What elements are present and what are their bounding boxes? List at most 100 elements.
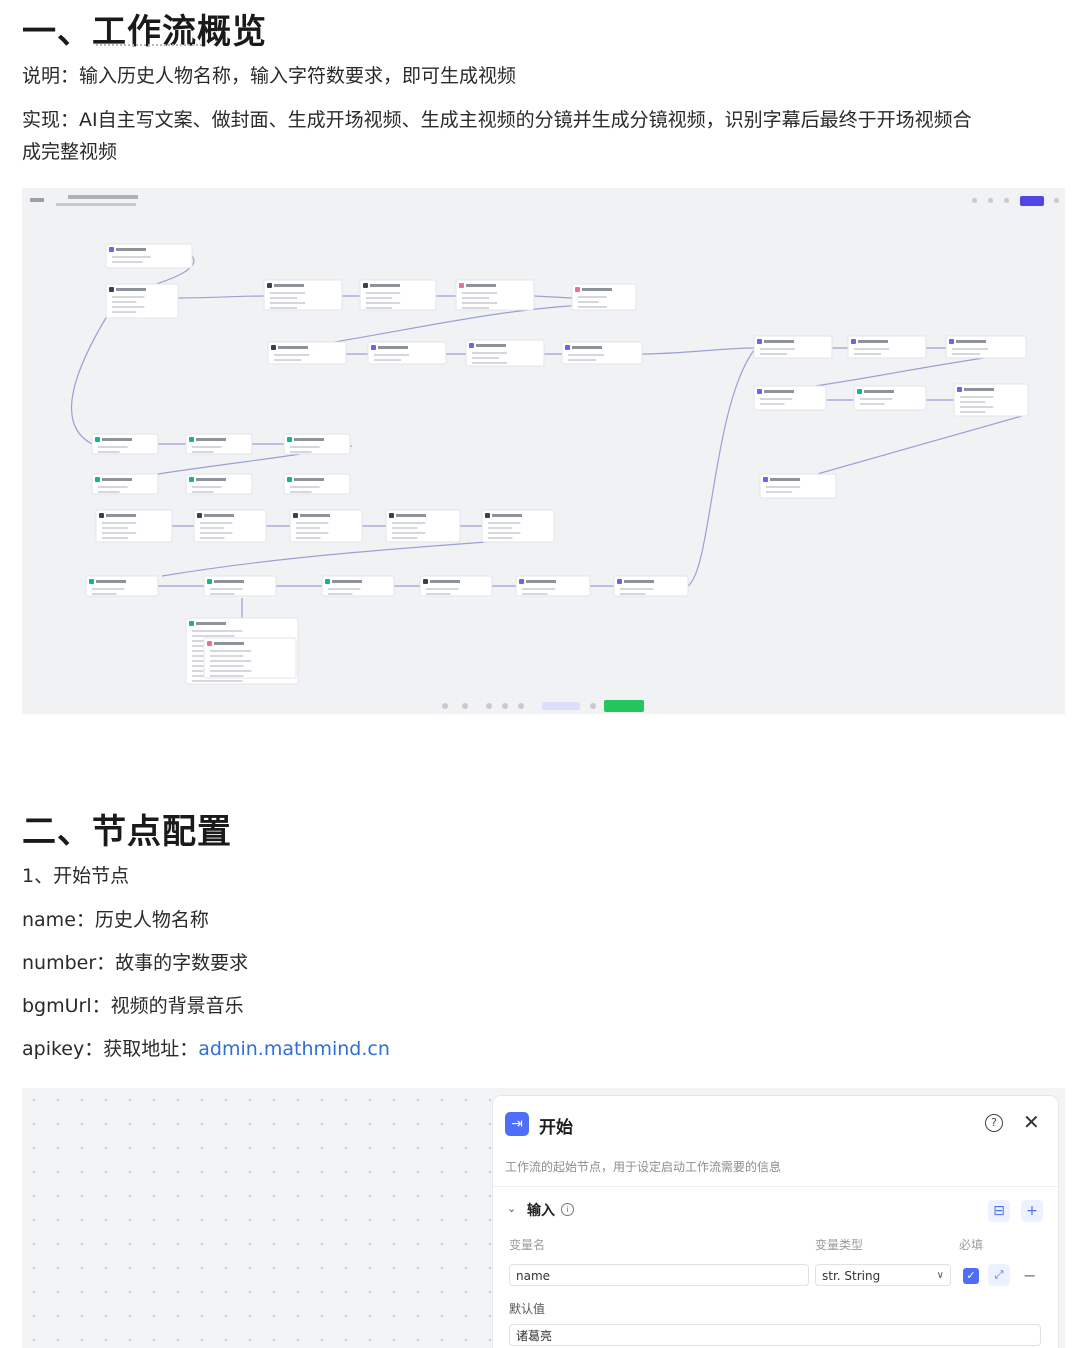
workflow-node[interactable] — [85, 575, 159, 597]
workflow-node[interactable] — [419, 575, 493, 597]
workflow-node[interactable] — [847, 335, 927, 359]
add-variable-button[interactable]: + — [1021, 1200, 1043, 1222]
workflow-node[interactable] — [283, 433, 351, 455]
canvas-tool-icon[interactable] — [1004, 198, 1009, 203]
param-number: number：故事的字数要求 — [22, 947, 248, 979]
workflow-connection — [171, 295, 265, 299]
workflow-node[interactable] — [263, 279, 343, 311]
panel-desc: 工作流的起始节点，用于设定启动工作流需要的信息 — [505, 1160, 782, 1174]
input-section-title: 输入 — [527, 1203, 555, 1219]
param-value: 获取地址： — [103, 1038, 199, 1060]
workflow-node[interactable] — [613, 575, 689, 597]
col-header-name: 变量名 — [509, 1238, 546, 1252]
panel-title: 开始 — [539, 1118, 573, 1138]
workflow-connection — [641, 347, 755, 355]
start-node-panel: ⇥ 开始 ? ✕ 工作流的起始节点，用于设定启动工作流需要的信息 ⌄ 输入 i … — [493, 1096, 1058, 1348]
workflow-meta — [56, 203, 136, 206]
import-icon[interactable]: ⊟ — [988, 1200, 1010, 1222]
zoom-level-icon[interactable] — [462, 703, 468, 709]
workflow-node[interactable] — [193, 509, 267, 543]
workflow-node[interactable] — [95, 509, 173, 543]
workflow-node[interactable] — [385, 509, 461, 543]
workflow-node[interactable] — [953, 383, 1029, 417]
workflow-node[interactable] — [515, 575, 591, 597]
workflow-connection — [70, 307, 113, 445]
param-bgmurl: bgmUrl：视频的背景音乐 — [22, 990, 244, 1022]
workflow-node[interactable] — [185, 473, 253, 495]
workflow-node[interactable] — [455, 279, 535, 311]
canvas-tool-icon[interactable] — [486, 703, 492, 709]
param-value: 历史人物名称 — [94, 909, 209, 931]
workflow-node[interactable] — [91, 433, 159, 455]
workflow-node[interactable] — [283, 473, 351, 495]
default-value-label: 默认值 — [509, 1302, 546, 1316]
workflow-node[interactable] — [105, 283, 179, 319]
workflow-node[interactable] — [759, 473, 837, 499]
add-node-button[interactable] — [542, 702, 580, 710]
start-node-screenshot: ⇥ 开始 ? ✕ 工作流的起始节点，用于设定启动工作流需要的信息 ⌄ 输入 i … — [22, 1088, 1065, 1348]
canvas-tool-icon[interactable] — [518, 703, 524, 709]
workflow-node[interactable] — [753, 335, 833, 359]
workflow-node[interactable] — [561, 341, 643, 365]
section-2-title: 二、节点配置 — [22, 804, 232, 853]
apikey-link[interactable]: admin.mathmind.cn — [198, 1038, 390, 1060]
workflow-node[interactable] — [853, 385, 927, 411]
zoom-icon[interactable] — [442, 703, 448, 709]
workflow-node[interactable] — [367, 341, 447, 365]
workflow-node[interactable] — [105, 243, 193, 269]
divider — [493, 1186, 1058, 1187]
test-run-button[interactable] — [604, 700, 644, 712]
workflow-connection — [801, 353, 1013, 389]
remove-variable-icon[interactable]: − — [1023, 1266, 1037, 1285]
param-value: 视频的背景音乐 — [110, 995, 244, 1017]
required-checkbox[interactable]: ✓ — [963, 1268, 979, 1284]
publish-button[interactable] — [1020, 196, 1044, 206]
canvas-tool-icon[interactable] — [972, 198, 977, 203]
workflow-node[interactable] — [753, 385, 827, 411]
section-1-desc: 说明：输入历史人物名称，输入字符数要求，即可生成视频 — [22, 65, 517, 87]
workflow-node[interactable] — [267, 341, 347, 365]
param-key: bgmUrl： — [22, 995, 111, 1017]
chevron-down-icon: ∨ — [936, 1270, 944, 1281]
param-name: name：历史人物名称 — [22, 904, 209, 936]
close-icon[interactable]: ✕ — [1023, 1110, 1040, 1134]
variable-type-select[interactable]: str. String ∨ — [815, 1264, 951, 1286]
default-value-input[interactable]: 诸葛亮 — [509, 1324, 1041, 1346]
workflow-node[interactable] — [91, 473, 159, 495]
section-2-title-text: 二、节点配置 — [22, 812, 232, 852]
info-icon[interactable]: i — [561, 1203, 574, 1216]
start-node-icon: ⇥ — [505, 1112, 529, 1136]
workflow-connection — [321, 303, 603, 345]
col-header-required: 必填 — [959, 1238, 984, 1252]
help-icon[interactable]: ? — [985, 1114, 1003, 1132]
section-1-title: 一、工作流概览 — [22, 4, 267, 53]
workflow-node[interactable] — [185, 433, 253, 455]
chevron-down-icon[interactable]: ⌄ — [507, 1202, 517, 1215]
workflow-node[interactable] — [481, 509, 555, 543]
param-apikey: apikey：获取地址：admin.mathmind.cn — [22, 1033, 390, 1065]
section-1-title-text: 一、工作流概览 — [22, 12, 267, 52]
param-value: 故事的字数要求 — [115, 952, 249, 974]
workflow-node[interactable] — [321, 575, 395, 597]
workflow-node[interactable] — [945, 335, 1027, 359]
workflow-node[interactable] — [203, 575, 277, 597]
workflow-connection — [687, 349, 755, 587]
workflow-node[interactable] — [203, 637, 297, 679]
workflow-node[interactable] — [289, 509, 363, 543]
param-key: name： — [22, 909, 95, 931]
canvas-tool-icon[interactable] — [988, 198, 993, 203]
workflow-canvas — [22, 188, 1065, 714]
col-header-type: 变量类型 — [815, 1238, 864, 1252]
more-icon[interactable] — [1054, 198, 1059, 203]
section-2-subtitle: 1、开始节点 — [22, 865, 130, 887]
expand-icon[interactable]: ⤢ — [988, 1264, 1010, 1286]
workflow-node[interactable] — [571, 283, 637, 311]
canvas-toolbar — [22, 188, 1065, 216]
variable-name-input[interactable]: name — [509, 1264, 809, 1286]
canvas-tool-icon[interactable] — [590, 703, 596, 709]
back-icon[interactable] — [30, 198, 44, 202]
section-1-impl-line1: 实现：AI自主写文案、做封面、生成开场视频、生成主视频的分镜并生成分镜视频，识别… — [22, 109, 972, 131]
workflow-node[interactable] — [359, 279, 437, 311]
canvas-tool-icon[interactable] — [502, 703, 508, 709]
workflow-node[interactable] — [465, 339, 545, 367]
